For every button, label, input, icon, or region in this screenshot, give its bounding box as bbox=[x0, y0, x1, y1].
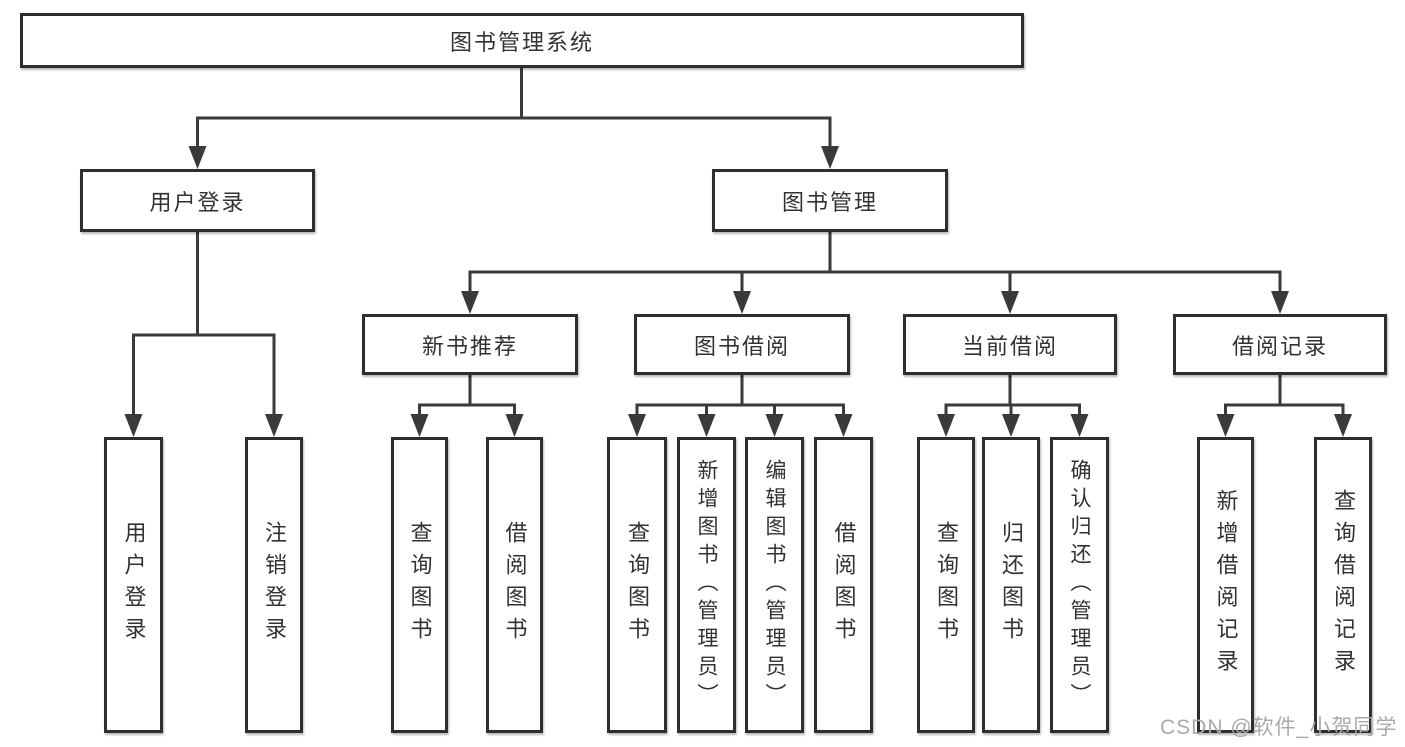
leaf-edit-books-admin-label: 编辑图书（管理员） bbox=[763, 459, 786, 711]
leaf-logout-label: 注销登录 bbox=[262, 521, 287, 649]
leaf-borrow-books: 借阅图书 bbox=[814, 437, 873, 733]
node-borrow-records-label: 借阅记录 bbox=[1231, 333, 1328, 359]
node-book-borrow: 图书借阅 bbox=[634, 314, 850, 375]
node-book-management: 图书管理 bbox=[712, 169, 948, 232]
leaf-borrow-books-recommend-label: 借阅图书 bbox=[502, 521, 528, 649]
leaf-confirm-return-admin-label: 确认归还（管理员） bbox=[1068, 459, 1091, 711]
leaf-query-books-borrow: 查询图书 bbox=[607, 437, 667, 733]
arrowheads bbox=[124, 146, 1352, 437]
leaf-user-login: 用户登录 bbox=[104, 437, 163, 733]
node-root-system: 图书管理系统 bbox=[20, 13, 1024, 68]
leaf-borrow-books-label: 借阅图书 bbox=[831, 521, 857, 649]
csdn-watermark: CSDN @软件_小贺同学 bbox=[1160, 716, 1398, 739]
node-current-borrow: 当前借阅 bbox=[903, 314, 1117, 375]
leaf-query-books-recommend-label: 查询图书 bbox=[407, 521, 433, 649]
leaf-add-books-admin-label: 新增图书（管理员） bbox=[695, 459, 718, 711]
node-new-book-recommend: 新书推荐 bbox=[362, 314, 578, 375]
leaf-query-books-current-label: 查询图书 bbox=[934, 521, 959, 649]
leaf-query-books-borrow-label: 查询图书 bbox=[625, 521, 650, 649]
leaf-user-login-label: 用户登录 bbox=[121, 521, 147, 649]
node-new-book-recommend-label: 新书推荐 bbox=[421, 333, 518, 359]
node-book-borrow-label: 图书借阅 bbox=[693, 333, 790, 359]
leaf-query-books-recommend: 查询图书 bbox=[391, 437, 448, 733]
leaf-add-books-admin: 新增图书（管理员） bbox=[677, 437, 736, 733]
node-book-management-label: 图书管理 bbox=[781, 189, 878, 215]
leaf-borrow-books-recommend: 借阅图书 bbox=[486, 437, 543, 733]
leaf-edit-books-admin: 编辑图书（管理员） bbox=[745, 437, 804, 733]
leaf-query-borrow-record-label: 查询借阅记录 bbox=[1331, 489, 1356, 681]
leaf-confirm-return-admin: 确认归还（管理员） bbox=[1050, 437, 1109, 733]
leaf-add-borrow-record-label: 新增借阅记录 bbox=[1213, 489, 1239, 681]
node-root-label: 图书管理系统 bbox=[449, 29, 594, 55]
leaf-query-borrow-record: 查询借阅记录 bbox=[1314, 437, 1372, 733]
leaf-return-books: 归还图书 bbox=[982, 437, 1040, 733]
node-user-login-label: 用户登录 bbox=[149, 189, 246, 215]
node-current-borrow-label: 当前借阅 bbox=[961, 333, 1058, 359]
node-user-login: 用户登录 bbox=[80, 169, 315, 232]
node-borrow-records: 借阅记录 bbox=[1173, 314, 1387, 375]
leaf-logout: 注销登录 bbox=[245, 437, 303, 733]
leaf-return-books-label: 归还图书 bbox=[999, 521, 1024, 649]
leaf-add-borrow-record: 新增借阅记录 bbox=[1197, 437, 1254, 733]
leaf-query-books-current: 查询图书 bbox=[917, 437, 975, 733]
